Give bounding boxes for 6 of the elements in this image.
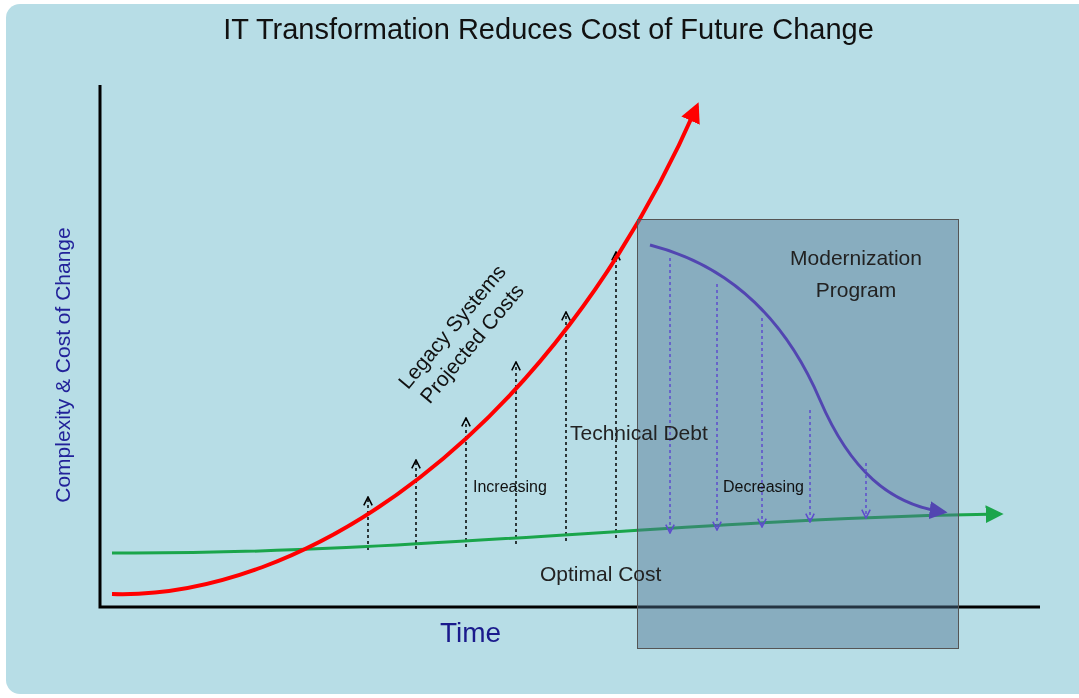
annotation: Increasing — [473, 478, 547, 496]
area-label: Modernization Program — [789, 245, 923, 303]
title: IT Transformation Reduces Cost of Future Change — [222, 13, 875, 46]
annotation: Decreasing — [723, 478, 804, 496]
axis-label: Time — [440, 617, 502, 649]
axis-label: Complexity & Cost of Change — [50, 227, 75, 503]
